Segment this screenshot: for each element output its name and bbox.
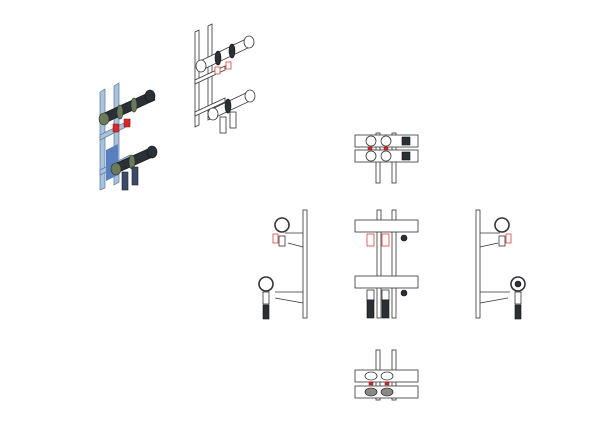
rail-shadow — [106, 144, 118, 181]
bottom-view — [354, 349, 419, 401]
outlet-1 — [121, 171, 129, 191]
valve-red-2 — [123, 118, 131, 128]
upper-manifold — [98, 89, 156, 133]
lower-manifold — [110, 145, 158, 191]
valve-red-1 — [112, 123, 120, 133]
upper-manifold-front — [354, 219, 419, 233]
left-view — [258, 209, 308, 320]
isometric-outline-view — [194, 23, 256, 134]
outlet-2 — [131, 166, 139, 186]
lower-manifold-outline — [207, 89, 256, 134]
upper-manifold-outline — [195, 35, 255, 75]
lower-manifold-front — [354, 275, 419, 289]
isometric-colored-view — [98, 82, 158, 191]
top-view — [354, 132, 419, 184]
front-view — [354, 209, 419, 319]
right-view — [475, 209, 526, 320]
